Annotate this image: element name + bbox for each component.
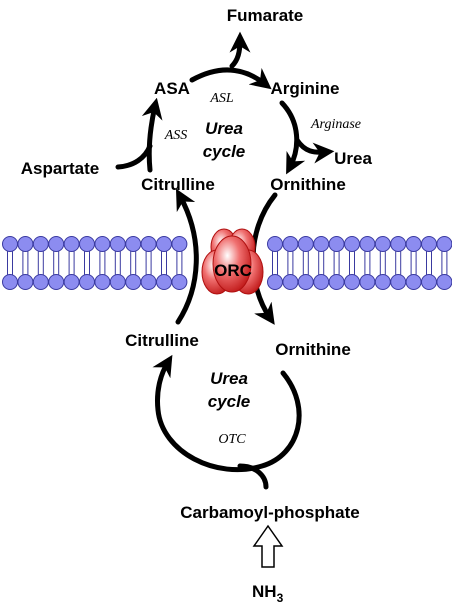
lipid-head xyxy=(390,236,407,252)
top-cycle-arrows xyxy=(115,31,335,175)
label-ornithine-matrix: Ornithine xyxy=(275,340,351,359)
lipid-head xyxy=(267,274,283,290)
lipid-head xyxy=(79,274,95,290)
lipid-head xyxy=(390,274,407,290)
label-citrulline-matrix: Citrulline xyxy=(125,331,199,350)
lipid-head xyxy=(156,236,172,252)
lipid-head xyxy=(32,274,49,290)
label-enzyme-asl: ASL xyxy=(209,91,234,106)
label-asa: ASA xyxy=(154,79,190,98)
lipid-head xyxy=(282,274,299,290)
lipid-head xyxy=(140,236,157,252)
arrow-asa-to-arginine xyxy=(189,67,272,90)
lipid-head xyxy=(374,274,391,290)
arrow-citrulline-export xyxy=(175,188,199,325)
lipid-head xyxy=(79,236,95,252)
lipid-head xyxy=(421,236,437,252)
bottom-cycle-arrows xyxy=(152,354,302,490)
lipid-head xyxy=(328,236,345,252)
lipid-head xyxy=(405,236,422,252)
lipid-head xyxy=(2,274,18,290)
lipid-head xyxy=(140,274,157,290)
label-enzyme-arginase: Arginase xyxy=(310,117,361,132)
label-urea-cycle-top-line1: Urea xyxy=(205,119,243,138)
lipid-head xyxy=(17,236,34,252)
nh3-arrow xyxy=(252,524,284,568)
membrane-lipid-heads xyxy=(2,236,452,290)
arrow-ornithine-to-citrulline xyxy=(152,354,302,473)
label-urea: Urea xyxy=(334,149,372,168)
lipid-head xyxy=(109,236,126,252)
arrow-carbamoyl-feed xyxy=(237,463,269,490)
label-urea-cycle-bottom-line2: cycle xyxy=(208,392,251,411)
label-carbamoyl-phosphate: Carbamoyl-phosphate xyxy=(180,503,359,522)
lipid-head xyxy=(405,274,422,290)
lipid-head xyxy=(359,236,376,252)
lipid-head xyxy=(328,274,345,290)
label-fumarate: Fumarate xyxy=(227,6,304,25)
nh3-base: NH xyxy=(252,582,277,601)
lipid-head xyxy=(297,274,314,290)
lipid-head xyxy=(313,274,330,290)
lipid-head xyxy=(125,236,142,252)
lipid-head xyxy=(421,274,437,290)
arrow-citrulline-to-asa xyxy=(141,97,163,173)
lipid-head xyxy=(63,274,80,290)
arrow-to-fumarate xyxy=(229,31,251,69)
label-ornithine-cytosol: Ornithine xyxy=(270,175,346,194)
lipid-head xyxy=(125,274,142,290)
lipid-head xyxy=(17,274,34,290)
lipid-head xyxy=(282,236,299,252)
lipid-head xyxy=(297,236,314,252)
label-urea-cycle-top-line2: cycle xyxy=(203,142,246,161)
lipid-head xyxy=(267,236,283,252)
lipid-head xyxy=(374,236,391,252)
nh3-subscript: 3 xyxy=(277,591,284,605)
lipid-head xyxy=(171,236,188,252)
label-urea-cycle-bottom-line1: Urea xyxy=(210,369,248,388)
lipid-head xyxy=(156,274,172,290)
label-enzyme-otc: OTC xyxy=(218,432,246,447)
lipid-head xyxy=(109,274,126,290)
label-arginine: Arginine xyxy=(271,79,340,98)
arrow-to-urea xyxy=(294,137,335,164)
lipid-head xyxy=(94,236,111,252)
lipid-head xyxy=(344,236,360,252)
lipid-head xyxy=(344,274,360,290)
label-aspartate: Aspartate xyxy=(21,159,99,178)
label-enzyme-ass: ASS xyxy=(164,128,188,143)
lipid-head xyxy=(313,236,330,252)
lipid-head xyxy=(436,236,452,252)
lipid-head xyxy=(48,274,65,290)
orc-transporter: ORC xyxy=(201,228,264,295)
lipid-head xyxy=(359,274,376,290)
lipid-head xyxy=(2,236,18,252)
membrane-lipid-tails xyxy=(7,251,448,275)
label-citrulline-cytosol: Citrulline xyxy=(141,175,215,194)
lipid-head xyxy=(32,236,49,252)
lipid-head xyxy=(436,274,452,290)
arrow-aspartate-feed xyxy=(115,143,153,170)
lipid-head xyxy=(94,274,111,290)
label-nh3: NH3 xyxy=(252,582,284,605)
membrane-bilayer xyxy=(2,236,452,290)
arrow-arginine-to-ornithine xyxy=(279,100,306,175)
lipid-head xyxy=(48,236,65,252)
orc-label: ORC xyxy=(214,261,252,280)
lipid-head xyxy=(171,274,188,290)
lipid-head xyxy=(63,236,80,252)
